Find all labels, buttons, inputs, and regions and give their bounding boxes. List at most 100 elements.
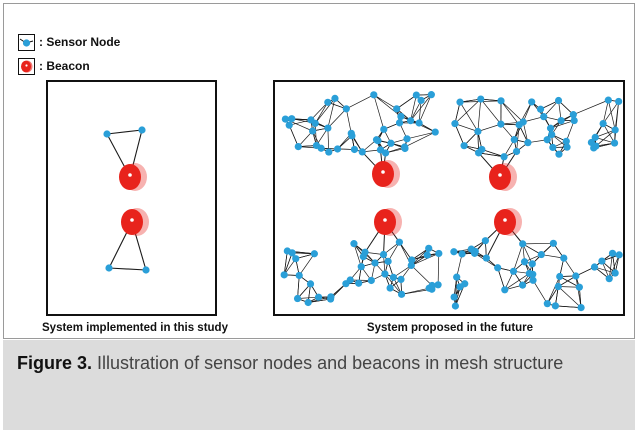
- mesh-link: [411, 253, 439, 266]
- sensor-node: [431, 128, 439, 136]
- mesh-link: [454, 123, 479, 132]
- sensor-node: [599, 119, 607, 128]
- mesh-link: [522, 242, 554, 245]
- mesh-link: [608, 253, 613, 279]
- mesh-link: [327, 98, 336, 129]
- sensor-node: [428, 281, 436, 290]
- mesh-link: [387, 241, 400, 262]
- sensor-node: [608, 249, 617, 257]
- sensor-node: [371, 259, 379, 267]
- sensor-node: [537, 250, 545, 259]
- mesh-link: [106, 129, 143, 135]
- mesh-link: [314, 123, 317, 146]
- caption-implemented-system: System implemented in this study: [42, 322, 228, 334]
- sensor-node: [554, 96, 563, 105]
- beacon-lower-right: [494, 208, 522, 236]
- sensor-node: [407, 261, 415, 270]
- mesh-link: [346, 94, 374, 110]
- sensor-node: [380, 125, 388, 133]
- mesh-link: [384, 273, 402, 295]
- sensor-node: [587, 138, 596, 147]
- sensor-node: [512, 147, 521, 156]
- sensor-node: [554, 282, 562, 291]
- sensor-node: [569, 111, 577, 119]
- sensor-node: [519, 240, 527, 248]
- mesh-link: [555, 305, 582, 308]
- sensor-node: [598, 257, 606, 265]
- mesh-link: [550, 120, 575, 129]
- mesh-link: [481, 149, 505, 158]
- panel-implemented-system: [46, 80, 217, 316]
- sensor-node: [555, 150, 563, 158]
- sensor-node: [347, 129, 355, 137]
- panel-proposed-system: [273, 80, 625, 316]
- mesh-link: [310, 102, 329, 121]
- mesh-link: [418, 94, 432, 124]
- sensor-node: [543, 136, 551, 144]
- sensor-node: [288, 115, 296, 123]
- sensor-node: [304, 298, 312, 307]
- sensor-node: [306, 280, 315, 288]
- caption-proposed-system: System proposed in the future: [366, 322, 534, 334]
- mesh-link: [456, 253, 463, 278]
- sensor-node: [331, 94, 339, 102]
- sensor-node: [358, 148, 366, 156]
- beacon-top: [119, 163, 147, 191]
- sensor-node: [528, 98, 536, 106]
- sensor-node: [138, 126, 146, 134]
- mesh-link: [373, 94, 385, 130]
- sensor-node: [417, 96, 425, 104]
- sensor-node: [326, 295, 335, 303]
- sensor-node: [387, 139, 395, 147]
- mesh-link: [454, 123, 465, 146]
- sensor-node: [563, 143, 571, 151]
- sensor-node: [453, 273, 461, 281]
- mesh-link: [289, 119, 312, 126]
- mesh-link: [288, 125, 299, 147]
- mesh-link: [522, 101, 533, 123]
- sensor-node: [317, 144, 325, 152]
- mesh-link: [437, 253, 440, 285]
- mesh-link: [454, 102, 461, 124]
- sensor-node: [575, 283, 583, 291]
- sensor-node: [478, 145, 486, 154]
- sensor-node: [397, 112, 405, 121]
- sensor-node: [280, 271, 288, 279]
- sensor-node: [310, 250, 318, 258]
- sensor-node: [497, 120, 505, 128]
- sensor-node: [350, 145, 359, 154]
- sensor-node: [434, 281, 442, 289]
- sensor-node: [408, 256, 416, 264]
- mesh-link: [614, 101, 619, 144]
- mesh-link: [373, 94, 402, 117]
- sensor-node: [105, 264, 113, 272]
- sensor-node: [456, 283, 464, 291]
- sensor-node: [549, 239, 557, 247]
- sensor-node: [381, 270, 389, 278]
- sensor-node: [397, 275, 405, 283]
- mesh-link: [532, 280, 548, 304]
- mesh-link: [283, 250, 288, 275]
- mesh-link: [108, 267, 147, 271]
- mesh-link: [297, 275, 300, 299]
- sensor-node: [450, 293, 458, 301]
- sensor-node: [406, 117, 415, 125]
- mesh-link: [575, 275, 582, 308]
- mesh-link: [543, 100, 559, 117]
- implemented-network-diagram: [103, 126, 150, 274]
- sensor-node: [524, 139, 532, 147]
- sensor-node: [529, 276, 537, 284]
- sensor-node: [427, 91, 435, 99]
- sensor-node: [572, 272, 580, 280]
- mesh-link: [314, 102, 329, 124]
- sensor-node: [324, 98, 332, 106]
- mesh-link: [406, 131, 436, 140]
- sensor-node: [536, 105, 545, 113]
- mesh-link: [478, 152, 505, 158]
- legend: : Sensor Node : Beacon: [18, 30, 120, 78]
- mesh-link: [396, 94, 417, 110]
- sensor-node: [460, 142, 468, 150]
- mesh-link: [547, 276, 561, 304]
- sensor-node: [395, 238, 403, 246]
- sensor-node: [509, 267, 518, 275]
